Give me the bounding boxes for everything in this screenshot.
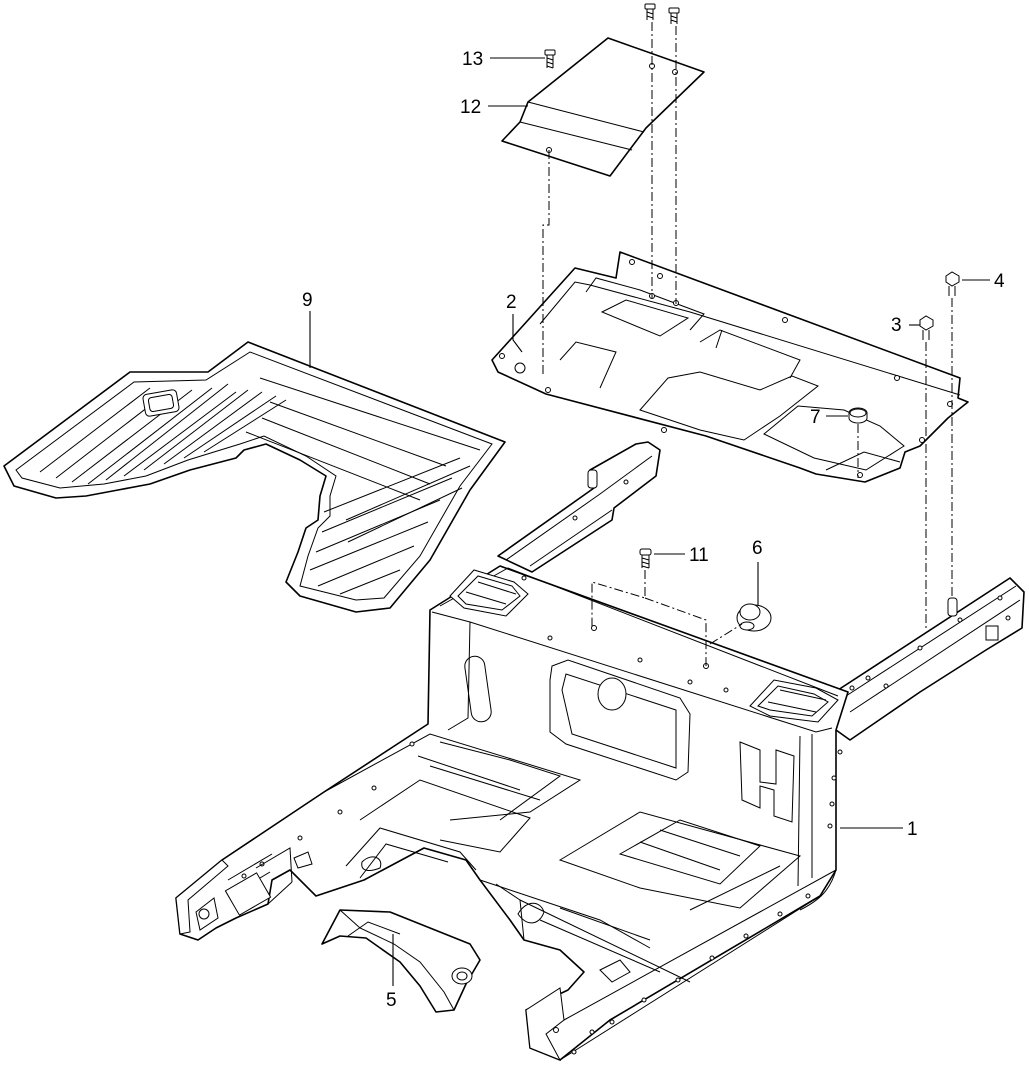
callout-7: 7 (810, 407, 821, 428)
callout-2: 2 (506, 292, 517, 313)
floor-pan-panel-icon (175, 441, 1025, 1061)
cover-plate-icon (501, 37, 705, 177)
bolt-icon (668, 7, 680, 24)
bolt-icon (644, 3, 656, 20)
grommet-icon (736, 603, 772, 632)
callout-5: 5 (386, 990, 397, 1011)
plug-icon (848, 407, 868, 424)
floor-mat-icon (3, 341, 506, 613)
callout-6: 6 (752, 538, 763, 559)
callout-11: 11 (689, 545, 709, 566)
callout-4: 4 (994, 271, 1005, 292)
bolt-icon (639, 548, 652, 569)
callout-3: 3 (891, 315, 902, 336)
callout-1: 1 (907, 819, 918, 840)
bolt-icon (544, 49, 556, 69)
callout-13: 13 (462, 49, 483, 70)
assembly-lines (542, 22, 953, 666)
heat-protector-icon (321, 909, 481, 1013)
center-floor-panel-icon (491, 251, 969, 483)
leader-lines (309, 57, 990, 986)
bolt-icon (919, 315, 934, 340)
callout-labels: 13 12 2 3 4 7 9 11 6 1 5 (302, 49, 1005, 1011)
callout-12: 12 (460, 97, 481, 118)
callout-9: 9 (302, 290, 313, 311)
bolt-icon (945, 271, 960, 296)
